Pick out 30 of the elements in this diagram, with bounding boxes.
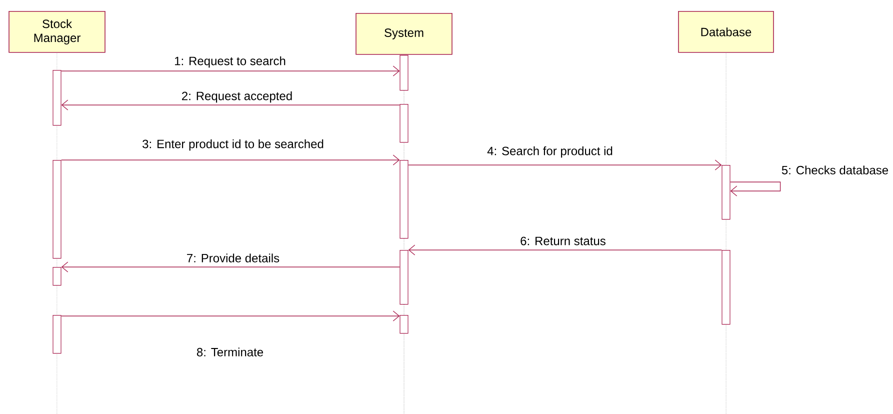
activation-bar	[722, 164, 730, 220]
activation-bar	[400, 250, 408, 305]
message-label: 8: Terminate	[195, 346, 265, 358]
activation-bar	[400, 160, 408, 239]
lifeline-head: Stock Manager	[8, 11, 106, 53]
message-arrow	[61, 262, 400, 272]
activation-bar	[400, 55, 408, 91]
message-arrow	[60, 66, 400, 76]
message-label: 1: Request to search	[173, 55, 287, 69]
lifeline-head: System	[356, 13, 452, 55]
message-arrow	[60, 310, 400, 322]
message-label: 4: Search for product id	[486, 145, 614, 159]
activation-bar	[52, 315, 62, 354]
message-label: 3: Enter product id to be searched	[141, 138, 325, 152]
activation-bar	[400, 104, 408, 143]
activation-bar	[52, 160, 62, 259]
self-message-arrow	[730, 182, 781, 196]
message-label: 7: Provide details	[185, 252, 281, 264]
message-arrow	[408, 160, 722, 170]
message-label: 2: Request accepted	[180, 90, 294, 104]
activation-bar	[400, 315, 408, 334]
activation-bar	[52, 70, 62, 126]
message-arrow	[60, 154, 400, 166]
activation-bar	[52, 267, 62, 286]
message-label: 6: Return status	[519, 236, 607, 246]
message-label: 5: Checks database	[780, 164, 890, 176]
activation-bar	[722, 250, 730, 325]
message-arrow	[408, 244, 722, 256]
message-arrow	[61, 100, 400, 110]
lifeline-head: Database	[678, 11, 774, 53]
